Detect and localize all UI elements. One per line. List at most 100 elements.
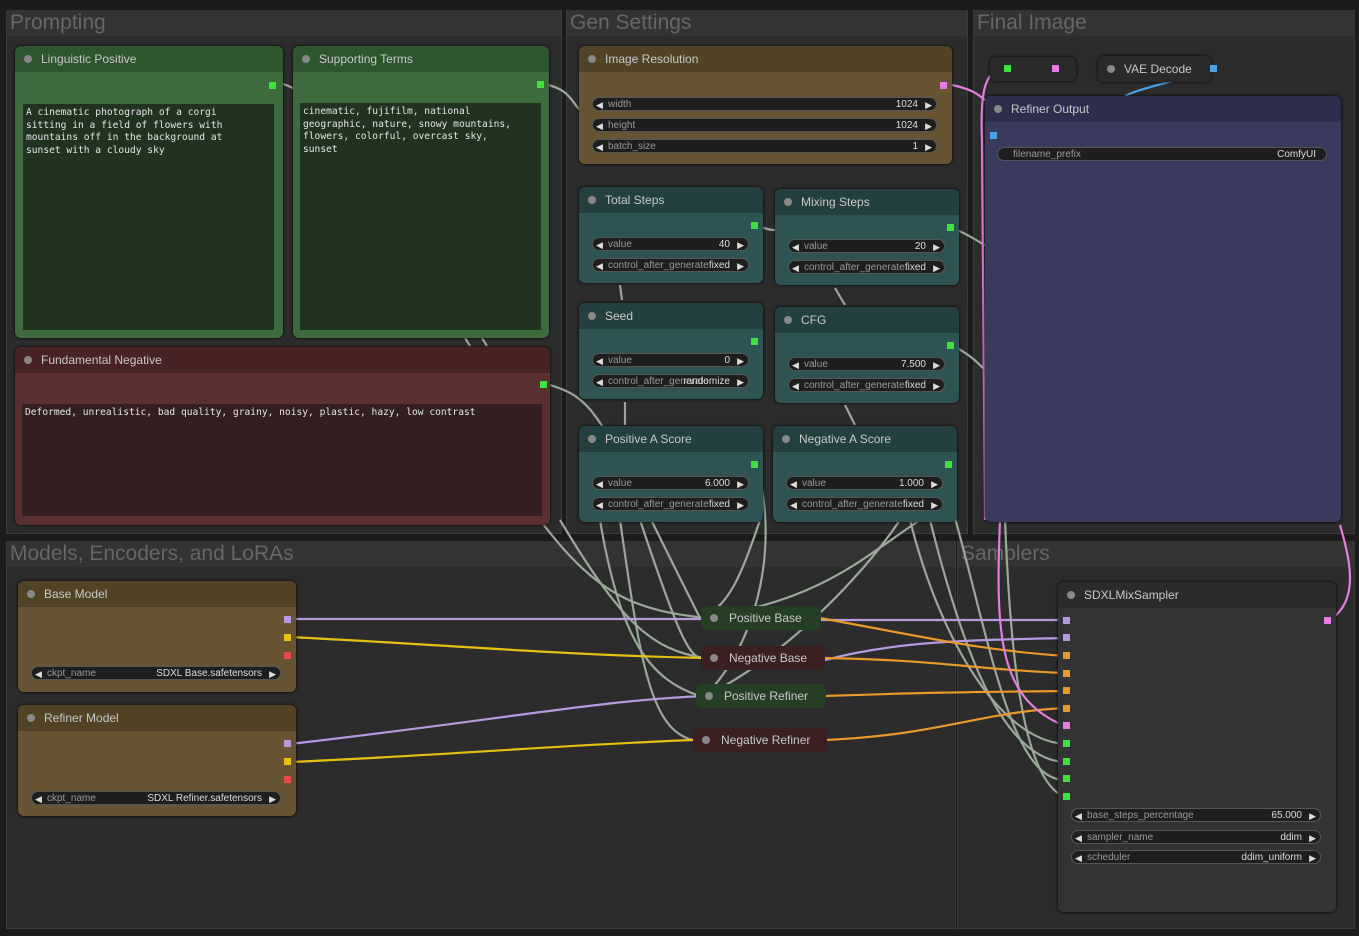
- output-slot-int[interactable]: [947, 224, 954, 231]
- node-title[interactable]: CFG: [775, 307, 959, 333]
- output-slot-clip[interactable]: [284, 634, 291, 641]
- output-slot-int[interactable]: [751, 222, 758, 229]
- output-slot-vae[interactable]: [284, 652, 291, 659]
- decrement-arrow-icon[interactable]: ◀: [792, 242, 799, 252]
- increment-arrow-icon[interactable]: ▶: [737, 500, 744, 510]
- collapse-dot-icon[interactable]: [24, 55, 32, 63]
- increment-arrow-icon[interactable]: ▶: [933, 360, 940, 370]
- collapse-dot-icon[interactable]: [24, 356, 32, 364]
- negative-textarea[interactable]: Deformed, unrealistic, bad quality, grai…: [22, 404, 542, 516]
- node-title[interactable]: Seed: [579, 303, 763, 329]
- collapse-dot-icon[interactable]: [588, 196, 596, 204]
- input-slot-base-positive[interactable]: [1063, 652, 1070, 659]
- collapse-dot-icon[interactable]: [994, 105, 1002, 113]
- increment-arrow-icon[interactable]: ▶: [737, 479, 744, 489]
- node-title[interactable]: Total Steps: [579, 187, 763, 213]
- output-slot-float[interactable]: [947, 342, 954, 349]
- increment-arrow-icon[interactable]: ▶: [925, 100, 932, 110]
- collapse-dot-icon[interactable]: [710, 614, 718, 622]
- collapse-dot-icon[interactable]: [1107, 65, 1115, 73]
- increment-arrow-icon[interactable]: ▶: [269, 669, 276, 679]
- increment-arrow-icon[interactable]: ▶: [931, 500, 938, 510]
- increment-arrow-icon[interactable]: ▶: [925, 142, 932, 152]
- decrement-arrow-icon[interactable]: ◀: [35, 669, 42, 679]
- decrement-arrow-icon[interactable]: ◀: [596, 100, 603, 110]
- node-title[interactable]: Negative A Score: [773, 426, 957, 452]
- positive-refiner-node[interactable]: Positive Refiner: [696, 684, 826, 708]
- output-slot-float[interactable]: [751, 461, 758, 468]
- increment-arrow-icon[interactable]: ▶: [737, 240, 744, 250]
- prompt-textarea[interactable]: cinematic, fujifilm, national geographic…: [300, 103, 541, 330]
- output-slot-model[interactable]: [284, 616, 291, 623]
- decrement-arrow-icon[interactable]: ◀: [35, 794, 42, 804]
- output-slot-string[interactable]: [269, 82, 276, 89]
- positive-base-node[interactable]: Positive Base: [701, 606, 821, 630]
- node-title[interactable]: VAE Decode: [1098, 56, 1211, 82]
- input-slot-refiner-negative[interactable]: [1063, 705, 1070, 712]
- collapse-dot-icon[interactable]: [784, 198, 792, 206]
- output-slot-int[interactable]: [751, 338, 758, 345]
- input-slot-mix-steps[interactable]: [1063, 793, 1070, 800]
- collapse-dot-icon[interactable]: [302, 55, 310, 63]
- decrement-arrow-icon[interactable]: ◀: [1075, 811, 1082, 821]
- decrement-arrow-icon[interactable]: ◀: [596, 240, 603, 250]
- increment-arrow-icon[interactable]: ▶: [737, 377, 744, 387]
- node-title[interactable]: Base Model: [18, 581, 296, 607]
- collapse-dot-icon[interactable]: [1067, 591, 1075, 599]
- output-slot-vae[interactable]: [284, 776, 291, 783]
- supporting-terms-node[interactable]: Supporting Terms cinematic, fujifilm, na…: [293, 46, 549, 338]
- input-slot-refiner-positive[interactable]: [1063, 687, 1070, 694]
- node-title[interactable]: Linguistic Positive: [15, 46, 283, 72]
- collapse-dot-icon[interactable]: [784, 316, 792, 324]
- input-slot-base-negative[interactable]: [1063, 670, 1070, 677]
- input-slot-base-model[interactable]: [1063, 617, 1070, 624]
- increment-arrow-icon[interactable]: ▶: [933, 242, 940, 252]
- decrement-arrow-icon[interactable]: ◀: [1075, 853, 1082, 863]
- node-title[interactable]: Positive A Score: [579, 426, 763, 452]
- decrement-arrow-icon[interactable]: ◀: [596, 142, 603, 152]
- decrement-arrow-icon[interactable]: ◀: [596, 356, 603, 366]
- node-title[interactable]: Fundamental Negative: [15, 347, 550, 373]
- collapse-dot-icon[interactable]: [27, 714, 35, 722]
- collapse-dot-icon[interactable]: [782, 435, 790, 443]
- negative-base-node[interactable]: Negative Base: [701, 646, 825, 670]
- increment-arrow-icon[interactable]: ▶: [933, 381, 940, 391]
- output-slot[interactable]: [1052, 65, 1059, 72]
- decrement-arrow-icon[interactable]: ◀: [596, 377, 603, 387]
- decrement-arrow-icon[interactable]: ◀: [792, 263, 799, 273]
- node-title[interactable]: Supporting Terms: [293, 46, 549, 72]
- node-title[interactable]: Mixing Steps: [775, 189, 959, 215]
- decrement-arrow-icon[interactable]: ◀: [596, 261, 603, 271]
- collapse-dot-icon[interactable]: [710, 654, 718, 662]
- decrement-arrow-icon[interactable]: ◀: [792, 381, 799, 391]
- collapse-dot-icon[interactable]: [27, 590, 35, 598]
- decrement-arrow-icon[interactable]: ◀: [790, 500, 797, 510]
- collapse-dot-icon[interactable]: [588, 55, 596, 63]
- reroute-latent-node[interactable]: [990, 57, 1076, 81]
- negative-refiner-node[interactable]: Negative Refiner: [693, 728, 827, 752]
- collapse-dot-icon[interactable]: [705, 692, 713, 700]
- output-slot-image[interactable]: [1210, 65, 1217, 72]
- decrement-arrow-icon[interactable]: ◀: [596, 479, 603, 489]
- input-slot-images[interactable]: [990, 132, 997, 139]
